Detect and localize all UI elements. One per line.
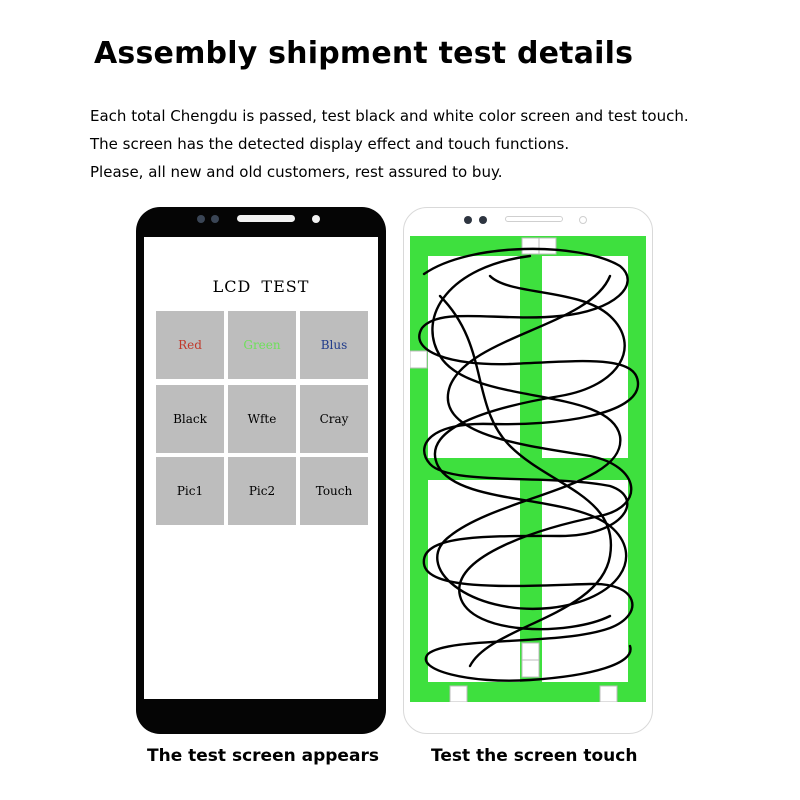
- tile-pic2-label: Pic2: [248, 484, 276, 498]
- tile-black-label: Black: [173, 412, 207, 426]
- tile-touch[interactable]: Touch: [300, 457, 368, 525]
- proximity-sensor-icon: [312, 215, 320, 223]
- tile-red-label: Red: [178, 338, 202, 352]
- tile-pic1-label: Pic1: [176, 484, 204, 498]
- caption-left: The test screen appears: [147, 746, 379, 766]
- tile-black[interactable]: Black: [156, 385, 224, 453]
- front-camera-icon: [464, 216, 472, 224]
- earpiece-speaker-icon: [505, 216, 563, 222]
- tile-touch-label: Touch: [315, 484, 353, 498]
- page-title: Assembly shipment test details: [94, 36, 634, 71]
- tile-green-label: Green: [243, 338, 281, 352]
- tile-wfte-label: Wfte: [247, 412, 277, 426]
- description-line-2: The screen has the detected display effe…: [90, 135, 570, 153]
- phone-black: LCD TEST Red Green Blus Black Wfte Cray …: [136, 207, 386, 734]
- touch-scribble: [418, 247, 640, 682]
- touch-grid: [410, 236, 646, 702]
- lcd-test-screen: LCD TEST Red Green Blus Black Wfte Cray …: [144, 237, 378, 699]
- tile-wfte[interactable]: Wfte: [228, 385, 296, 453]
- tile-red[interactable]: Red: [156, 311, 224, 379]
- description-line-3: Please, all new and old customers, rest …: [90, 163, 503, 181]
- lcd-test-title: LCD TEST: [212, 277, 310, 296]
- front-sensor-icon: [211, 215, 219, 223]
- tile-blus-label: Blus: [320, 338, 348, 352]
- front-camera-icon: [197, 215, 205, 223]
- touch-test-screen[interactable]: [410, 236, 646, 702]
- tile-green[interactable]: Green: [228, 311, 296, 379]
- tile-pic1[interactable]: Pic1: [156, 457, 224, 525]
- description-line-1: Each total Chengdu is passed, test black…: [90, 107, 689, 125]
- tile-cray-label: Cray: [319, 412, 349, 426]
- caption-right: Test the screen touch: [431, 746, 638, 766]
- phone-white: [403, 207, 653, 734]
- earpiece-speaker-icon: [237, 215, 295, 222]
- tile-pic2[interactable]: Pic2: [228, 457, 296, 525]
- front-sensor-icon: [479, 216, 487, 224]
- tile-blus[interactable]: Blus: [300, 311, 368, 379]
- tile-cray[interactable]: Cray: [300, 385, 368, 453]
- proximity-sensor-icon: [579, 216, 587, 224]
